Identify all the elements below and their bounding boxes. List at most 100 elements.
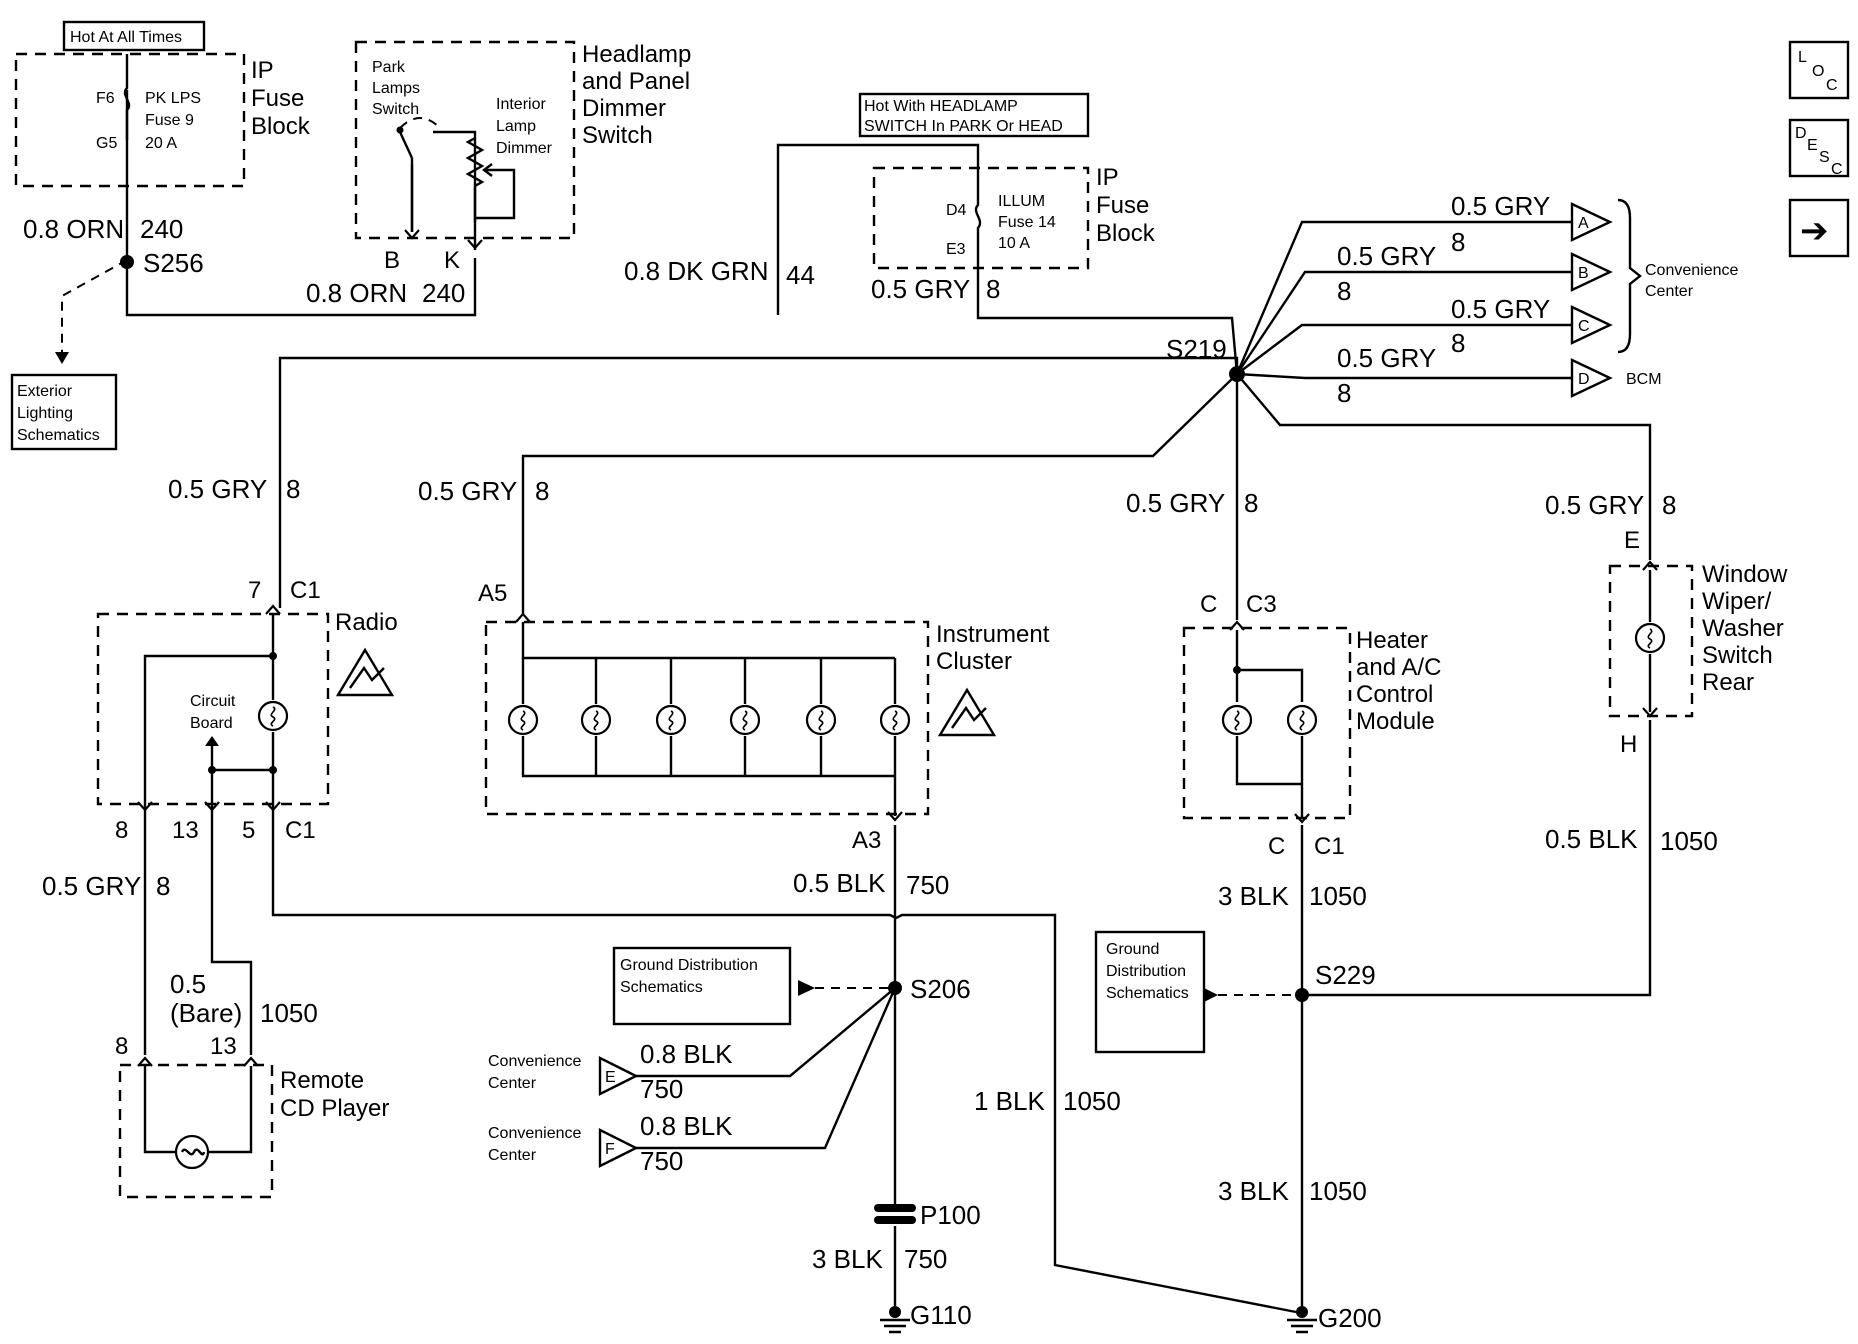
desc-button[interactable]: D E S C	[1788, 118, 1850, 178]
loc-button-label: L	[1798, 49, 1807, 66]
convenience-center-e-label: Convenience	[488, 1053, 582, 1070]
e3-label: E3	[946, 241, 966, 258]
loc-button[interactable]: L O C	[1788, 40, 1850, 100]
heater-ac-title: Heater	[1356, 627, 1428, 654]
wire-color-label: 0.5 BLK	[1545, 824, 1638, 854]
circuit-board-label: Board	[190, 715, 233, 732]
connector-d: D	[1570, 358, 1613, 398]
circuit-number-label: 1050	[1660, 826, 1718, 856]
instrument-cluster-title: Cluster	[936, 648, 1012, 675]
fuse-9-symbol	[123, 54, 131, 140]
window-wiper-title: Wiper/	[1702, 588, 1772, 615]
g110-label: G110	[910, 1300, 972, 1330]
wire-color-label: 0.5 GRY	[1126, 488, 1225, 518]
ground-dist-box-1[interactable]	[612, 946, 792, 1026]
desc-button-label: E	[1807, 137, 1818, 154]
hvac-c-label: C	[1200, 591, 1217, 618]
wire-color-label: 0.5 GRY	[1337, 241, 1436, 271]
wiper-h-label: H	[1620, 731, 1637, 758]
circuit-number-label: 8	[1244, 488, 1258, 518]
nav-buttons: L O C D E S C ➔	[1788, 40, 1850, 258]
hvac-c-bottom: C	[1268, 833, 1285, 860]
headlamp-switch-title: Dimmer	[582, 95, 666, 122]
fuse-9-name: PK LPS	[145, 90, 201, 107]
g200-label: G200	[1318, 1303, 1382, 1333]
hvac-c3-label: C3	[1246, 591, 1277, 618]
wire-color-label: 0.5 GRY	[1451, 294, 1550, 324]
remote-cd-title: CD Player	[280, 1095, 389, 1122]
convenience-center-label: Center	[1645, 283, 1694, 300]
splice-s206-dot	[888, 981, 902, 995]
interior-dimmer-label: Lamp	[496, 118, 536, 135]
wire-color-label: 3 BLK	[812, 1244, 883, 1274]
ip-fuse-block-2-title: Fuse	[1096, 192, 1149, 219]
d4-label: D4	[946, 202, 967, 219]
fuse-14-symbol	[974, 190, 982, 250]
circuit-number-label: 8	[986, 274, 1000, 304]
next-button[interactable]: ➔	[1788, 198, 1850, 258]
circuit-number-label: 1050	[1063, 1086, 1121, 1116]
ic-a3-label: A3	[852, 827, 881, 854]
ip-fuse-block-1-title: Fuse	[251, 85, 304, 112]
exterior-lighting-label: Exterior	[17, 383, 73, 400]
ground-dist-label-1: Ground Distribution	[620, 957, 758, 974]
ground-dist-ref-1[interactable]: Ground Distribution Schematics	[612, 946, 815, 1026]
radio-pin-8: 8	[115, 817, 128, 844]
ground-dist-box-2[interactable]	[1094, 930, 1206, 1054]
g5-label: G5	[96, 135, 117, 152]
desc-button-label: D	[1795, 125, 1807, 142]
connector-c-label: C	[1578, 318, 1590, 335]
wire-color-label: 0.5 GRY	[42, 871, 141, 901]
wire-color-label: 0.5 GRY	[418, 476, 517, 506]
pin-b-label: B	[384, 247, 400, 274]
ground-dist-label-2: Distribution	[1106, 963, 1186, 980]
window-wiper-title: Switch	[1702, 642, 1773, 669]
fuse-14-name: ILLUM	[998, 193, 1045, 210]
headlamp-switch-outline	[354, 40, 576, 240]
circuit-number-label: 750	[906, 870, 949, 900]
hot-all-times-label: Hot At All Times	[70, 29, 182, 46]
window-wiper-title: Rear	[1702, 669, 1754, 696]
wiper-e-label: E	[1624, 527, 1640, 554]
exterior-lighting-box[interactable]	[10, 373, 118, 451]
s256-label: S256	[143, 248, 204, 278]
cd-pin-8: 8	[115, 1033, 128, 1060]
cd-lamp-symbol	[174, 1134, 210, 1170]
connector-a: A	[1570, 202, 1613, 242]
interior-dimmer-label: Interior	[496, 96, 546, 113]
circuit-number-label: 8	[1337, 378, 1351, 408]
circuit-number-label: 8	[1337, 276, 1351, 306]
instrument-cluster-outline	[484, 620, 930, 816]
wire-color-label: 0.5 GRY	[1337, 343, 1436, 373]
g110-ground-icon	[880, 1306, 910, 1334]
convenience-center-e-label: Center	[488, 1075, 537, 1092]
ip-fuse-block-2-title: IP	[1096, 164, 1119, 191]
wire-color-label: 0.8 ORN	[306, 278, 407, 308]
wire-color-label: 0.5 GRY	[168, 474, 267, 504]
wire-color-label: 0.5 GRY	[871, 274, 970, 304]
heater-ac-title: Control	[1356, 681, 1433, 708]
convenience-brace	[1617, 198, 1642, 354]
exterior-lighting-ref[interactable]: Exterior Lighting Schematics	[10, 352, 118, 451]
ground-dist-label-2: Schematics	[1106, 985, 1189, 1002]
ground-dist-label-2: Ground	[1106, 941, 1159, 958]
wire-color-label: 1 BLK	[974, 1086, 1045, 1116]
fuse-14-amp: 10 A	[998, 235, 1030, 252]
ground-dist-ref-2[interactable]: Ground Distribution Schematics	[1094, 930, 1218, 1054]
fuse-9-amp: 20 A	[145, 135, 177, 152]
circuit-number-label: 8	[1451, 227, 1465, 257]
connector-b: B	[1570, 252, 1613, 292]
splice-s256-dot	[120, 255, 134, 269]
connector-a-label: A	[1578, 215, 1589, 232]
ip-fuse-block-1-title: Block	[251, 113, 311, 140]
ip-fuse-block-2: Hot With HEADLAMP SWITCH In PARK Or HEAD…	[858, 92, 1156, 270]
remote-cd-outline	[118, 1063, 274, 1199]
park-switch-arm	[398, 131, 414, 159]
wire-color-label: 0.5 GRY	[1451, 191, 1550, 221]
radio-pin-5: 5	[242, 817, 255, 844]
heater-ac-module: C C3 C C1 Heater and A/C Control Module	[1182, 591, 1441, 860]
radio-c1-bottom: C1	[285, 817, 316, 844]
headlamp-switch-title: Switch	[582, 122, 653, 149]
hvac-c1-label: C1	[1314, 833, 1345, 860]
convenience-center-f-label: Convenience	[488, 1125, 582, 1142]
